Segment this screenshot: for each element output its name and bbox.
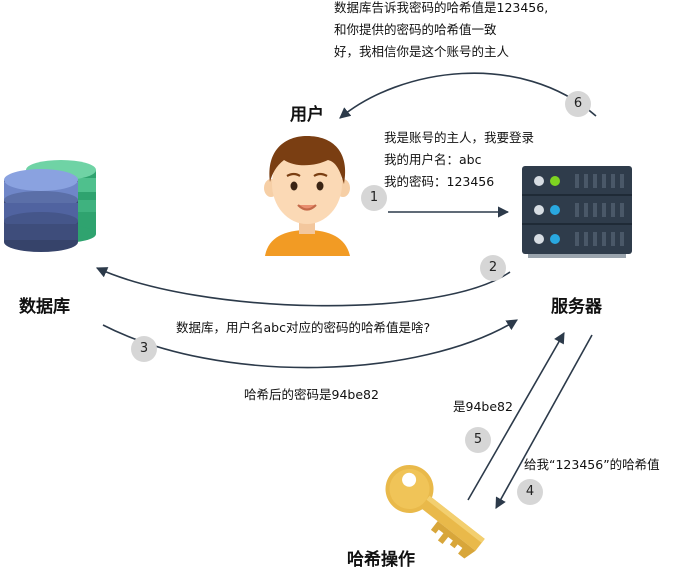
step-badge-6: 6 (565, 91, 591, 117)
step-badge-1: 1 (361, 185, 387, 211)
user-label: 用户 (290, 105, 324, 125)
key-icon (385, 464, 485, 559)
step-badge-3: 3 (131, 336, 157, 362)
server-label: 服务器 (551, 297, 602, 317)
hash-label: 哈希操作 (347, 550, 415, 570)
arrow-step-4 (495, 334, 593, 509)
message-step-6-line-3: 好，我相信你是这个账号的主人 (334, 44, 510, 59)
message-step-1-line-3: 我的密码：123456 (384, 174, 495, 189)
message-step-3: 哈希后的密码是94be82 (244, 387, 379, 402)
message-step-2: 数据库，用户名abc对应的密码的哈希值是啥? (176, 320, 431, 335)
step-badge-2: 2 (480, 255, 506, 281)
arrow-step-6 (339, 72, 597, 119)
server-icon (522, 166, 632, 258)
arrow-step-5 (467, 332, 565, 501)
database-label: 数据库 (19, 297, 70, 317)
step-badge-5: 5 (465, 427, 491, 453)
step-badge-4: 4 (517, 479, 543, 505)
message-step-1-line-2: 我的用户名：abc (384, 152, 482, 167)
message-step-6-line-2: 和你提供的密码的哈希值一致 (334, 22, 497, 37)
arrow-step-2 (95, 267, 511, 307)
message-step-5: 是94be82 (453, 399, 513, 414)
message-step-4: 给我“123456”的哈希值 (524, 457, 660, 472)
message-step-6-line-1: 数据库告诉我密码的哈希值是123456, (334, 0, 549, 15)
user-avatar-icon (264, 136, 350, 256)
database-icon (4, 160, 96, 252)
message-step-1-line-1: 我是账号的主人，我要登录 (384, 130, 535, 145)
